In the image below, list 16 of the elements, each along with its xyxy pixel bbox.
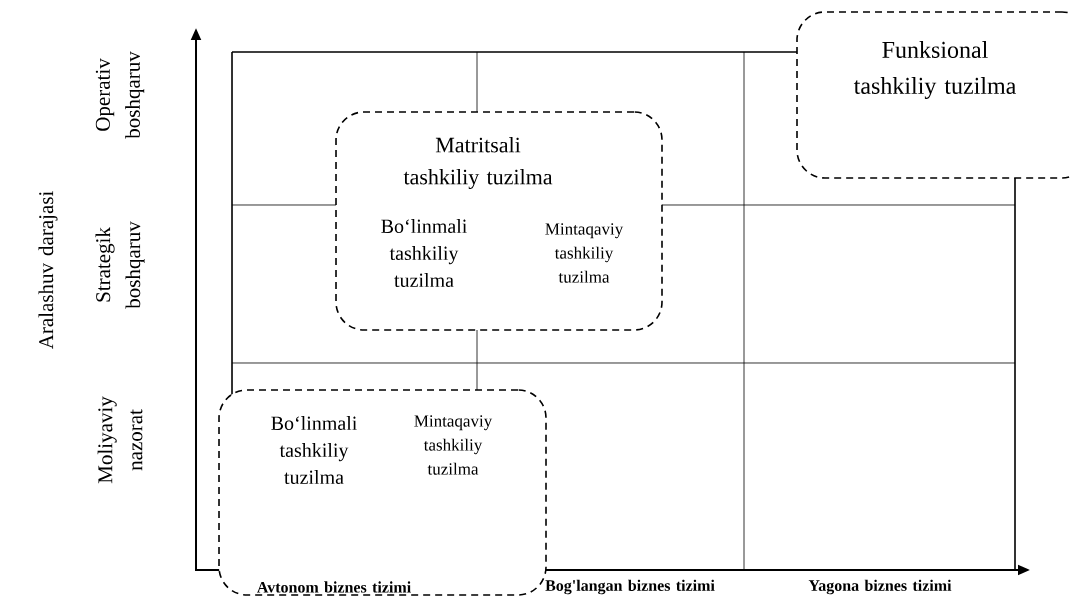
box-text: Mintaqaviy tashkiliy tuzilma: [545, 223, 624, 283]
box-text: Bo‘linmali tashkiliy tuzilma: [271, 415, 357, 484]
box-text: Matritsali tashkiliy tuzilma: [403, 137, 553, 189]
axis-title: Aralashuv darajasi: [38, 191, 58, 350]
dashed-box: [335, 111, 663, 331]
row-label: Moliyaviy nazorat: [97, 396, 143, 484]
column-label: Yagona biznes tizimi: [808, 579, 952, 595]
box-text: Funksional tashkiliy tuzilma: [853, 41, 1016, 99]
box-text: Bo‘linmali tashkiliy tuzilma: [381, 218, 467, 287]
box-text: Mintaqaviy tashkiliy tuzilma: [414, 415, 493, 475]
row-label: Strategik boshqaruv: [95, 221, 145, 309]
row-label: Operativ boshqaruv: [95, 51, 145, 139]
column-label: Avtonom biznes tizimi: [257, 581, 411, 593]
dashed-box: [218, 389, 547, 596]
dashed-box: [796, 11, 1071, 179]
column-label: Bog'langan biznes tizimi: [545, 579, 715, 595]
